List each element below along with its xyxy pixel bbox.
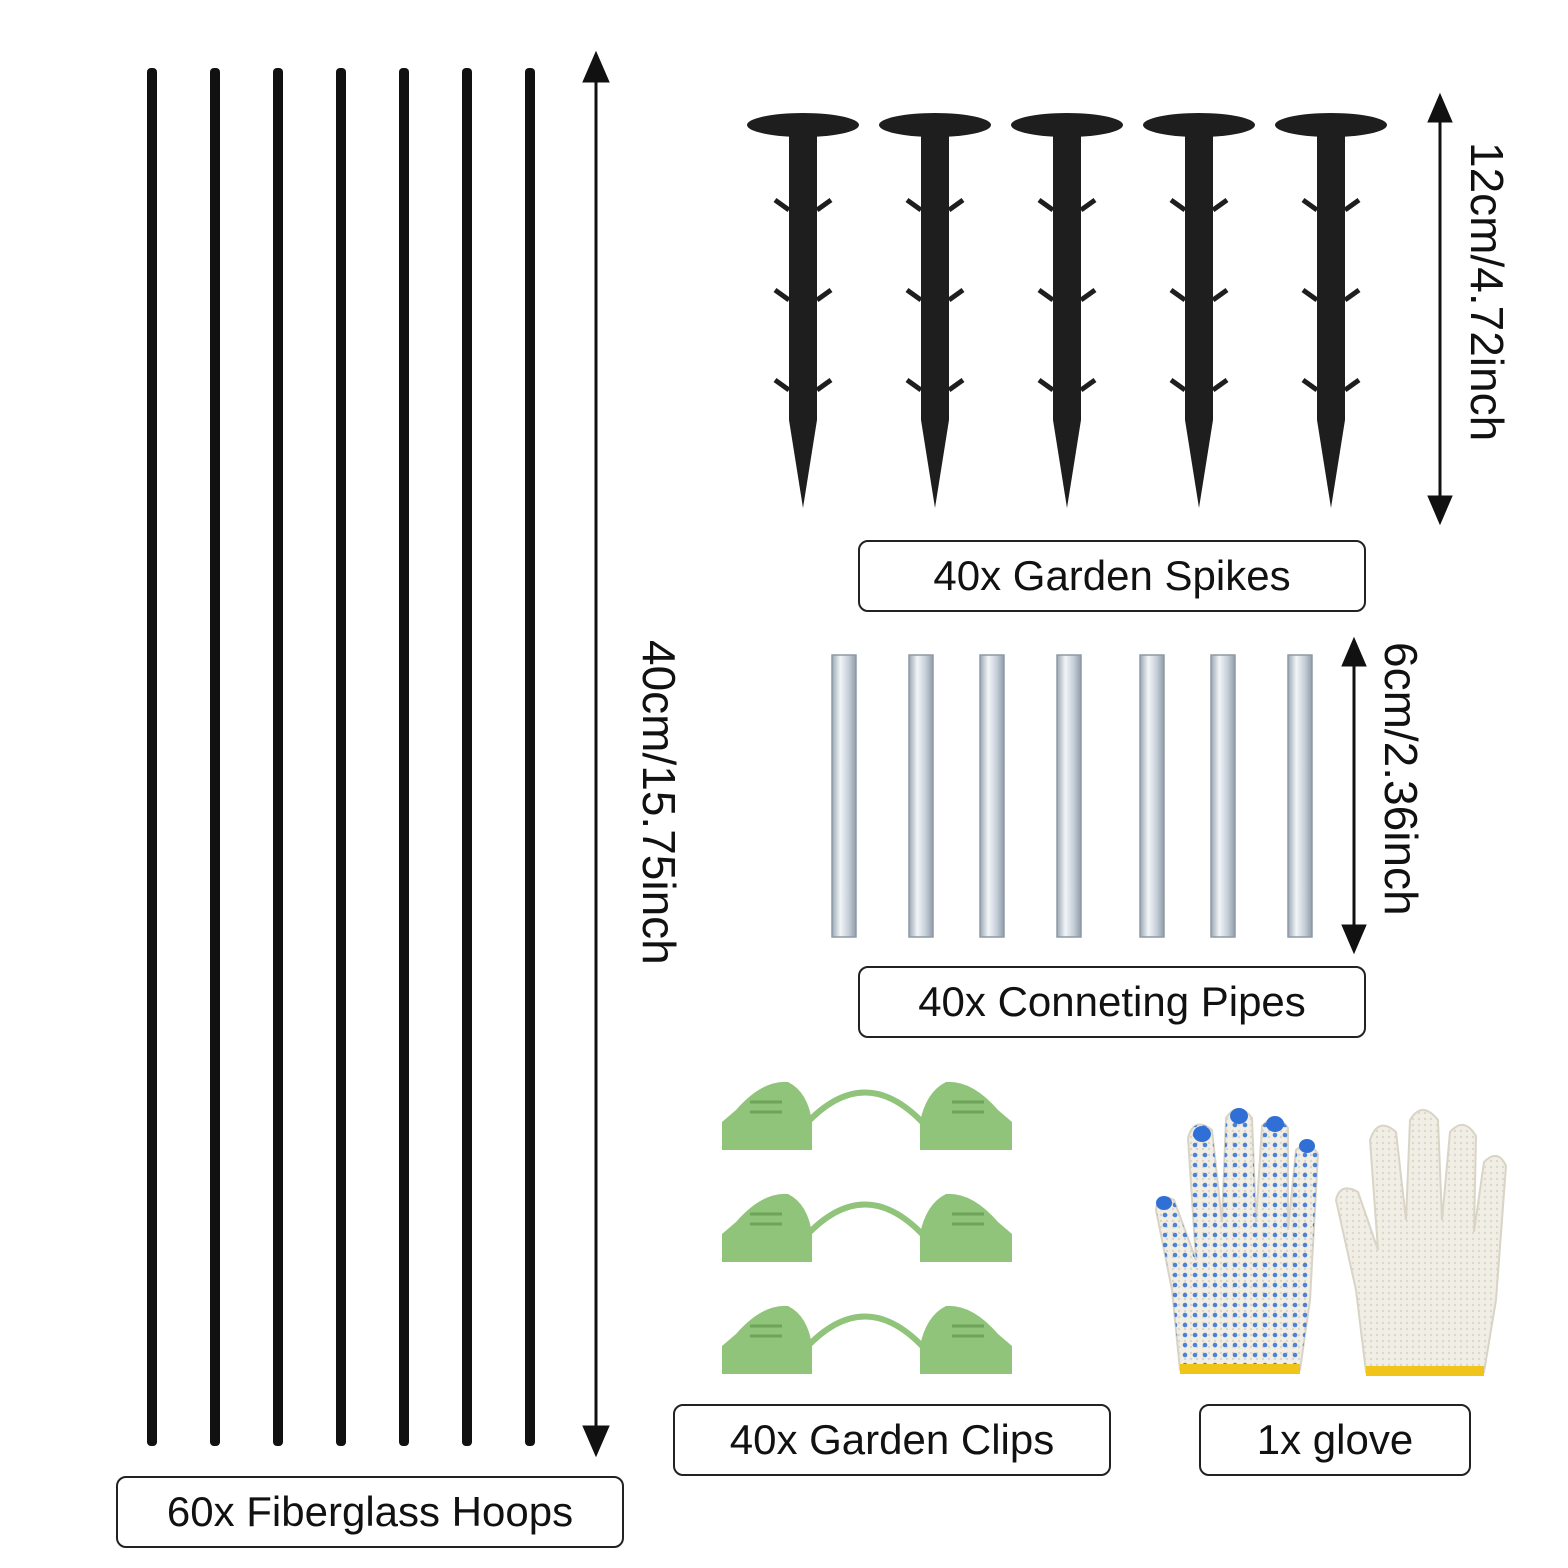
garden-clip: [722, 1081, 1012, 1150]
garden-clips: [722, 1081, 1012, 1374]
glove-label: 1x glove: [1199, 1404, 1471, 1476]
garden-spikes: [747, 113, 1387, 508]
dotted-glove: [1154, 1108, 1320, 1374]
spikes-label-text: 40x Garden Spikes: [933, 552, 1291, 599]
pipes-dimension-text: 6cm/2.36inch: [1375, 642, 1427, 916]
garden-clip: [722, 1305, 1012, 1374]
spikes-dimension-text: 12cm/4.72inch: [1461, 142, 1513, 442]
pipes-label: 40x Conneting Pipes: [858, 966, 1366, 1038]
garden-spike: [1275, 113, 1387, 508]
hoops-label-text: 60x Fiberglass Hoops: [166, 1488, 574, 1535]
hoops-dimension-arrow: [582, 50, 610, 1458]
pipes-dimension-arrow: [1341, 636, 1367, 955]
glove-label-text: 1x glove: [1256, 1416, 1414, 1463]
hoops-label: 60x Fiberglass Hoops: [116, 1476, 624, 1548]
garden-clip: [722, 1193, 1012, 1262]
white-glove: [1334, 1109, 1508, 1376]
spikes-label: 40x Garden Spikes: [858, 540, 1366, 612]
clips-label-text: 40x Garden Clips: [729, 1416, 1055, 1463]
garden-spike: [1011, 113, 1123, 508]
fiberglass-rods: [147, 68, 535, 1446]
gloves: [1154, 1108, 1508, 1376]
hoops-dimension-text: 40cm/15.75inch: [633, 640, 685, 965]
garden-spike: [747, 113, 859, 508]
clips-label: 40x Garden Clips: [673, 1404, 1111, 1476]
connecting-pipes: [831, 654, 1313, 938]
garden-spike: [879, 113, 991, 508]
pipes-label-text: 40x Conneting Pipes: [918, 978, 1306, 1025]
garden-spike: [1143, 113, 1255, 508]
spikes-dimension-arrow: [1427, 92, 1453, 526]
